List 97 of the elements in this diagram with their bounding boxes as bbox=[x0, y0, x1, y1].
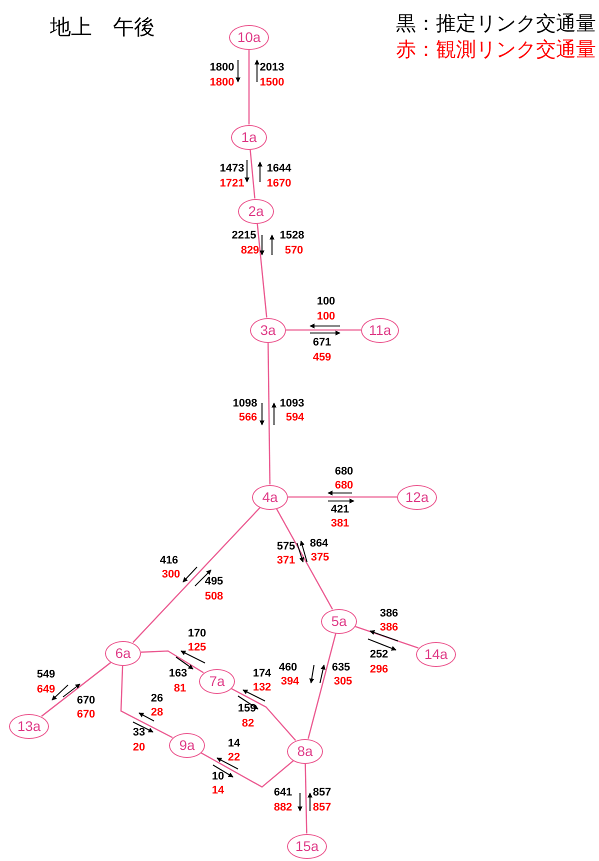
traffic-volume: 566 bbox=[238, 412, 258, 424]
traffic-volume: 305 bbox=[334, 676, 352, 688]
traffic-volume: 460 bbox=[278, 662, 298, 674]
traffic-volume: 2215 bbox=[232, 230, 256, 242]
traffic-volume: 386 bbox=[380, 622, 398, 634]
traffic-volume: 386 bbox=[380, 608, 398, 620]
node-ellipse: 1a bbox=[231, 124, 267, 150]
traffic-volume: 132 bbox=[252, 682, 272, 694]
traffic-volume: 252 bbox=[370, 650, 388, 660]
link-line bbox=[256, 223, 268, 318]
traffic-volume: 635 bbox=[332, 662, 350, 674]
link-line bbox=[248, 50, 250, 124]
link-line bbox=[140, 650, 204, 674]
traffic-volume: 680 bbox=[334, 480, 354, 492]
traffic-volume: 10 bbox=[212, 772, 224, 782]
legend-text: 黒：推定リンク交通量 bbox=[396, 14, 596, 34]
traffic-volume: 100 bbox=[316, 296, 336, 308]
traffic-volume: 170 bbox=[188, 628, 206, 640]
node-ellipse: 14a bbox=[416, 642, 456, 666]
node-ellipse: 6a bbox=[105, 640, 141, 666]
traffic-volume: 495 bbox=[204, 576, 224, 588]
traffic-volume: 82 bbox=[242, 718, 254, 730]
traffic-volume: 20 bbox=[132, 742, 146, 754]
link-line bbox=[267, 342, 271, 484]
traffic-volume: 670 bbox=[76, 710, 96, 720]
node-ellipse: 12a bbox=[397, 484, 437, 510]
traffic-volume: 394 bbox=[280, 676, 300, 688]
traffic-volume: 1800 bbox=[210, 78, 234, 88]
traffic-volume: 100 bbox=[316, 312, 336, 322]
traffic-volume: 1721 bbox=[220, 178, 244, 190]
traffic-volume: 296 bbox=[370, 664, 388, 676]
link-line bbox=[41, 662, 112, 717]
traffic-volume: 26 bbox=[150, 694, 164, 704]
link-line bbox=[288, 496, 397, 498]
traffic-volume: 864 bbox=[310, 538, 328, 550]
node-ellipse: 11a bbox=[361, 318, 399, 342]
traffic-volume: 81 bbox=[174, 684, 186, 694]
node-ellipse: 13a bbox=[9, 714, 49, 738]
link-line bbox=[250, 149, 256, 199]
node-ellipse: 9a bbox=[169, 732, 205, 758]
traffic-volume: 570 bbox=[284, 246, 304, 256]
traffic-volume: 1800 bbox=[210, 62, 234, 74]
traffic-volume: 381 bbox=[330, 518, 350, 530]
traffic-volume: 649 bbox=[36, 684, 56, 696]
traffic-volume: 174 bbox=[252, 668, 272, 680]
traffic-volume: 549 bbox=[36, 670, 56, 680]
link-line bbox=[276, 508, 334, 610]
node-ellipse: 5a bbox=[321, 608, 357, 634]
node-ellipse: 10a bbox=[229, 24, 269, 50]
traffic-volume: 1093 bbox=[280, 398, 304, 410]
link-line bbox=[304, 763, 308, 834]
link-line bbox=[120, 665, 173, 738]
traffic-volume: 857 bbox=[312, 802, 332, 814]
traffic-volume: 1473 bbox=[220, 164, 244, 174]
traffic-volume: 459 bbox=[312, 352, 332, 364]
node-ellipse: 2a bbox=[238, 198, 274, 224]
traffic-volume: 28 bbox=[150, 708, 164, 718]
traffic-volume: 671 bbox=[312, 338, 332, 348]
traffic-volume: 882 bbox=[274, 802, 292, 814]
traffic-volume: 1644 bbox=[266, 164, 292, 174]
traffic-volume: 641 bbox=[274, 788, 292, 798]
traffic-volume: 594 bbox=[286, 412, 304, 424]
traffic-volume: 421 bbox=[330, 504, 350, 516]
traffic-volume: 2013 bbox=[260, 62, 284, 74]
node-ellipse: 8a bbox=[287, 738, 323, 764]
link-line bbox=[354, 626, 419, 649]
traffic-volume: 1670 bbox=[266, 178, 292, 190]
traffic-volume: 33 bbox=[132, 728, 146, 738]
traffic-volume: 416 bbox=[160, 556, 178, 566]
traffic-volume: 1528 bbox=[280, 230, 304, 242]
traffic-volume: 125 bbox=[188, 642, 206, 654]
traffic-volume: 857 bbox=[312, 788, 332, 798]
traffic-volume: 829 bbox=[240, 246, 260, 256]
traffic-volume: 14 bbox=[228, 738, 240, 750]
node-ellipse: 7a bbox=[199, 668, 235, 694]
link-line bbox=[308, 633, 336, 739]
traffic-volume: 22 bbox=[228, 752, 240, 764]
traffic-volume: 680 bbox=[334, 466, 354, 478]
traffic-volume: 163 bbox=[168, 668, 188, 680]
traffic-volume: 300 bbox=[162, 570, 180, 580]
traffic-volume: 670 bbox=[76, 696, 96, 706]
traffic-volume: 1500 bbox=[260, 78, 284, 88]
node-ellipse: 15a bbox=[287, 834, 327, 858]
link-line bbox=[132, 507, 261, 643]
traffic-volume: 14 bbox=[212, 786, 224, 796]
node-ellipse: 3a bbox=[250, 318, 286, 342]
traffic-volume: 575 bbox=[276, 542, 296, 552]
link-line bbox=[231, 688, 296, 741]
traffic-volume: 508 bbox=[204, 592, 224, 602]
link-line bbox=[286, 329, 361, 331]
traffic-volume: 375 bbox=[310, 552, 330, 564]
traffic-volume: 1098 bbox=[232, 398, 258, 410]
title: 地上 午後 bbox=[50, 15, 155, 41]
link-line bbox=[200, 752, 294, 788]
node-ellipse: 4a bbox=[252, 484, 288, 510]
legend-text: 赤：観測リンク交通量 bbox=[396, 40, 596, 60]
traffic-volume: 371 bbox=[276, 556, 296, 566]
